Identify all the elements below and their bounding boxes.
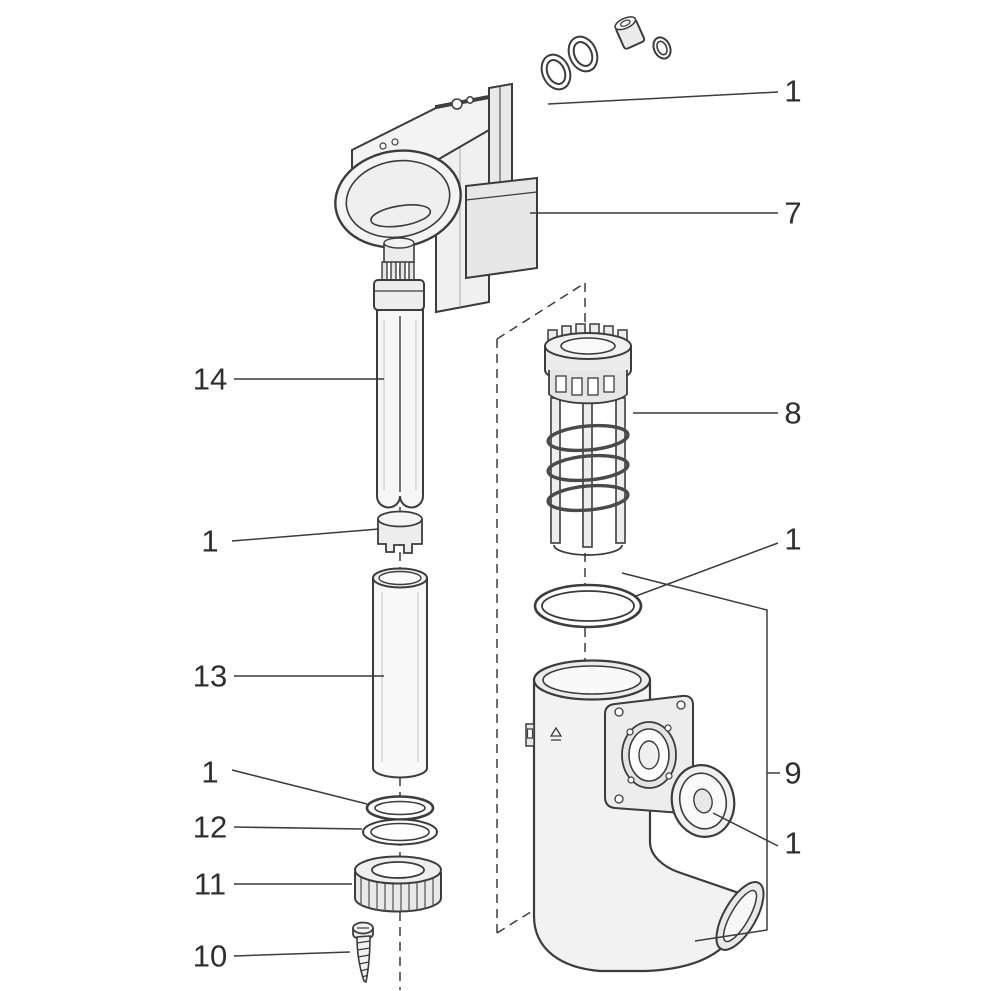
bracket-9 [621,572,768,942]
leader-lines [231,91,780,957]
part-label-housing: 9 [784,756,801,791]
leader-1-oring-left [231,769,368,805]
part-label-cover-ring: 1 [784,826,801,861]
leader-12 [233,826,363,830]
part-label-oring-left: 1 [201,755,218,790]
screw-drawing [352,921,374,984]
oring-small-drawing [365,795,435,821]
quartz-tube-drawing [372,567,428,779]
cover-ring-drawing [670,764,736,838]
part-label-union-nut: 11 [194,867,226,902]
leader-1-cover [712,812,779,847]
part-label-quartz-tube: 13 [193,659,227,694]
part-label-head-unit: 7 [784,196,801,231]
part-label-flat-ring: 12 [193,810,227,845]
motor-cover-oval [334,149,462,249]
band-slots [555,375,615,396]
uv-lamp-drawing [373,257,425,509]
top-fitting-orings-drawing [540,16,672,91]
part-label-lamp-socket: 1 [201,524,218,559]
ballast-box [465,176,538,280]
screw-threads [356,940,371,978]
leader-1-oring-right [635,542,779,597]
part-label-top-fitting: 1 [784,74,801,109]
cage-insert-drawing [544,323,632,556]
crown-teeth [547,323,628,343]
leader-10 [233,951,351,957]
lamp-base [373,279,425,311]
leader-1-socket [231,528,380,542]
knurl-ribs [360,877,434,911]
part-label-screw: 10 [193,939,227,974]
lamp-socket-drawing [377,510,423,554]
uvc-head-unit-drawing [334,82,538,314]
small-fitting [614,16,646,50]
union-nut-drawing [354,855,442,913]
level-mark-icon [549,726,563,737]
part-label-oring-right: 1 [784,522,801,557]
housing-drawing [525,659,765,973]
axis-diag-top [496,282,586,340]
part-number-labels: 1 7 14 1 13 1 12 11 10 8 1 9 1 [193,74,802,974]
part-label-cage: 8 [784,396,801,431]
part-label-uv-lamp: 14 [193,362,227,397]
outlet-flange [715,881,765,951]
leader-1-top [547,91,779,105]
spiral-wire [546,423,630,513]
flat-ring-drawing [362,818,438,846]
oring-large-drawing [533,583,643,629]
